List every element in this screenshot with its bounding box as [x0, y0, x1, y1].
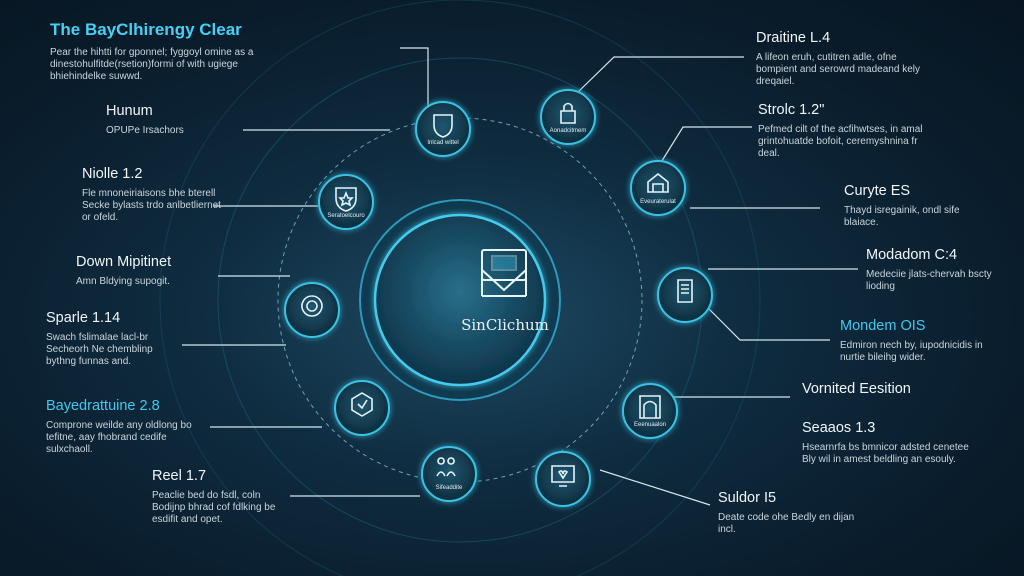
- node-circle: [318, 174, 374, 230]
- node-circle: [284, 282, 340, 338]
- left-label-4: Sparle 1.14 Swach fslimalae lacl-br Sech…: [46, 310, 176, 368]
- label-text: A lifeon eruh, cutitren adle, ofne bompi…: [756, 52, 920, 87]
- right-label-8: Suldor I5 Deate code ohe Bedly en dijan …: [718, 490, 868, 536]
- monitor-heart-icon: [551, 465, 575, 487]
- label-text: OPUPe Irsachors: [106, 125, 184, 136]
- label-title: Bayedrattuine 2.8: [46, 398, 160, 414]
- diagram-node: Aonadcitmem: [540, 89, 596, 145]
- diagram-node: Sifeaddite: [421, 446, 477, 502]
- label-text: Deate code ohe Bedly en dijan incl.: [718, 512, 855, 535]
- node-circle: [540, 89, 596, 145]
- label-text: Thayd isregainik, ondl sife blaiace.: [844, 205, 960, 228]
- connector-lines: [182, 47, 858, 506]
- diagram-node: Seratoelcouro: [318, 174, 374, 230]
- label-title: Down Mipitinet: [76, 254, 172, 270]
- right-label-1: Draitine L.4 A lifeon eruh, cutitren adl…: [756, 30, 926, 88]
- label-text: Comprone weilde any oldlong bo tefitne, …: [46, 420, 192, 455]
- label-title: Vornited Eesition: [802, 381, 911, 397]
- hub-envelope-icon: [481, 249, 527, 297]
- outer-halo-ring: [159, 0, 761, 576]
- diagram-node: [657, 267, 713, 323]
- label-title: Modadom C:4: [866, 247, 958, 263]
- label-text: Fle mnoneiriaisons bhe bterell Secke byl…: [82, 188, 221, 223]
- right-label-6: Vornited Eesition: [802, 381, 982, 403]
- node-label: Eveuraterulat: [640, 199, 676, 205]
- node-circle: [415, 101, 471, 157]
- label-title: Niolle 1.2: [82, 166, 143, 182]
- document-icon: [677, 279, 693, 303]
- label-title: Mondem OIS: [840, 318, 926, 334]
- diagram-node: [284, 282, 340, 338]
- connector-line: [599, 469, 711, 506]
- connector-line: [697, 297, 830, 341]
- label-title: Strolc 1.2": [758, 102, 825, 118]
- people-icon: [436, 457, 456, 477]
- label-text: Edmiron nech by, iupodnicidis in nurtie …: [840, 340, 983, 363]
- shield-star-icon: [335, 187, 357, 212]
- label-title: Hunum: [106, 103, 153, 119]
- label-text: Amn Bldying supogit.: [76, 276, 170, 287]
- left-label-1: Hunum OPUPe Irsachors: [106, 103, 356, 137]
- left-label-3: Down Mipitinet Amn Bldying supogit.: [76, 254, 216, 288]
- label-title: Reel 1.7: [152, 468, 207, 484]
- arch-icon: [639, 395, 661, 419]
- right-label-2: Strolc 1.2" Pefmed cilt of the acfihwtse…: [758, 102, 928, 160]
- node-circle: [622, 383, 678, 439]
- left-label-6: Reel 1.7 Peaclie bed do fsdl, coln Bodij…: [152, 468, 282, 526]
- label-text: Hsearnrfa bs bmnicor adsted cenetee Bly …: [802, 442, 969, 465]
- label-title: Seaaos 1.3: [802, 420, 876, 436]
- nodes-layer: Inlcad wittel AonadcitmemEveuraterulatEee…: [284, 89, 713, 507]
- building-icon: [647, 172, 669, 193]
- node-circle: [657, 267, 713, 323]
- left-label-5: Bayedrattuine 2.8 Comprone weilde any ol…: [46, 398, 196, 456]
- connector-line: [577, 56, 744, 93]
- left-label-2: Niolle 1.2 Fle mnoneiriaisons bhe bterel…: [82, 166, 222, 224]
- label-text: Swach fslimalae lacl-br Secheorh Ne chem…: [46, 332, 153, 367]
- node-label: Eeenuaalon: [634, 422, 666, 428]
- diagram-node: Eeenuaalon: [622, 383, 678, 439]
- diagram-node: Inlcad wittel: [415, 101, 471, 157]
- diagram-node: [334, 380, 390, 436]
- label-text: Medeciie jlats-chervah bscty lioding: [866, 269, 992, 292]
- node-label: Seratoelcouro: [327, 213, 365, 219]
- right-label-3: Curyte ES Thayd isregainik, ondl sife bl…: [844, 183, 994, 229]
- node-circle: [630, 160, 686, 216]
- gear-icon: [301, 295, 323, 317]
- node-label: Sifeaddite: [436, 485, 463, 491]
- diagram-node: Eveuraterulat: [630, 160, 686, 216]
- connector-line: [400, 47, 429, 112]
- diagram-node: [535, 451, 591, 507]
- label-title: Sparle 1.14: [46, 310, 121, 326]
- connector-line: [659, 126, 752, 165]
- shield-icon: [433, 114, 453, 138]
- label-title: Suldor I5: [718, 490, 777, 506]
- hub-label: SinClichum: [461, 316, 549, 334]
- right-label-4: Modadom C:4 Medeciie jlats-chervah bscty…: [866, 247, 1006, 293]
- label-text: Pefmed cilt of the acfihwtses, in amal g…: [758, 124, 923, 159]
- right-label-7: Seaaos 1.3 Hsearnrfa bs bmnicor adsted c…: [802, 420, 972, 466]
- page-title: The BayClhirengy Clear: [50, 20, 242, 39]
- right-label-5: Mondem OIS Edmiron nech by, iupodnicidis…: [840, 318, 990, 364]
- hexagon-icon: [351, 392, 373, 417]
- node-label: Aonadcitmem: [550, 128, 587, 134]
- node-label: Inlcad wittel: [427, 140, 458, 146]
- lock-icon: [560, 102, 576, 124]
- label-title: Draitine L.4: [756, 30, 831, 46]
- intro-text: Pear the hihtti for gponnel; fyggoyl omi…: [50, 47, 254, 82]
- hub-inner-circle: [373, 213, 547, 387]
- label-title: Curyte ES: [844, 183, 911, 199]
- label-text: Peaclie bed do fsdl, coln Bodijnp bhrad …: [152, 490, 276, 525]
